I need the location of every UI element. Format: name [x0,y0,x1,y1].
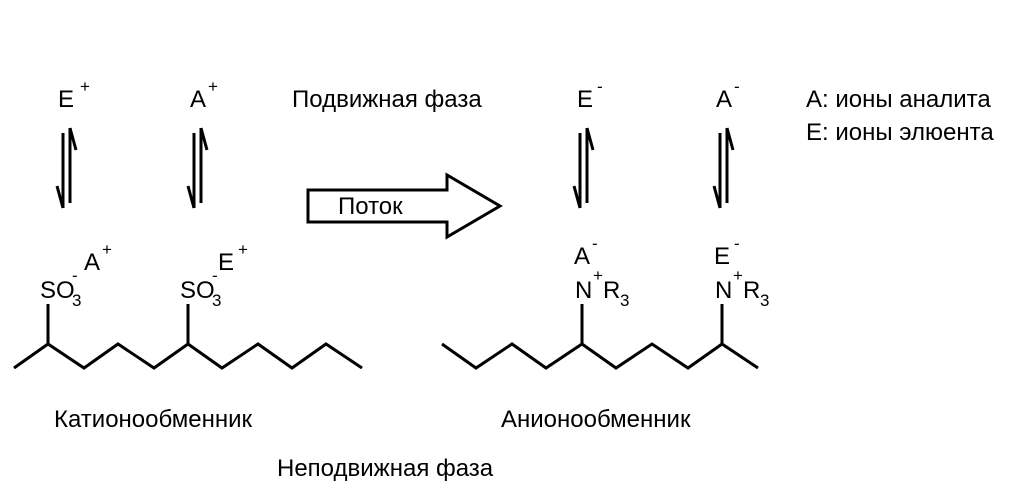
sulfonate-group-2: SO - 3 [180,266,221,310]
ion-charge: - [592,234,598,253]
bound-ion-a-minus: A - [574,234,598,270]
ion-symbol: A [574,243,590,270]
equilibrium-arrow-icon [572,127,595,209]
ion-charge: - [734,234,740,253]
group-subscript: 3 [620,291,629,310]
equilibrium-arrows [55,127,735,209]
polymer-backbone [13,342,363,370]
ion-charge: + [80,77,90,96]
group-charge: + [733,266,743,285]
bound-ion-e-plus: E + [218,240,248,276]
anion-exchanger-chain [441,304,759,370]
group-main: N [575,277,592,304]
mobile-phase-label: Подвижная фаза [292,86,482,113]
group-charge: - [212,266,218,285]
bound-ion-e-minus: E - [714,234,740,270]
flow-arrow-icon [306,172,503,240]
ion-symbol: E [58,86,74,113]
ion-symbol: E [577,86,593,113]
cation-exchanger-label: Катионообменник [54,406,252,433]
ion-symbol: A [716,86,732,113]
sulfonate-group-1: SO - 3 [40,266,81,310]
group-charge: + [593,266,603,285]
group-charge: - [72,266,78,285]
ammonium-group-2: N + R 3 [715,266,769,310]
ion-charge: + [238,240,248,259]
equilibrium-arrow-icon [55,127,78,209]
group-r: R [603,277,620,304]
flow-arrow: Поток [306,172,503,240]
ion-charge: + [208,77,218,96]
cation-exchanger-chain [13,304,363,370]
mobile-ion-e-minus: E - [577,77,603,113]
polymer-backbone [441,342,759,370]
bound-ion-a-plus: A + [84,240,112,276]
equilibrium-arrow-icon [712,127,735,209]
legend-eluent: E: ионы элюента [806,119,994,146]
group-main: N [715,277,732,304]
ammonium-group-1: N + R 3 [575,266,629,310]
flow-label: Поток [338,193,403,220]
group-r: R [743,277,760,304]
ion-symbol: E [218,249,234,276]
group-main: SO [180,277,215,304]
ion-charge: + [102,240,112,259]
ion-symbol: A [84,249,100,276]
mobile-ion-a-minus: A - [716,77,740,113]
group-main: SO [40,277,75,304]
group-subscript: 3 [72,291,81,310]
ion-charge: - [597,77,603,96]
anion-exchanger-label: Анионообменник [501,406,691,433]
equilibrium-arrow-icon [186,127,209,209]
ion-charge: - [734,77,740,96]
group-subscript: 3 [212,291,221,310]
mobile-ion-a-plus: A + [190,77,218,113]
legend-analyte: A: ионы аналита [806,86,991,113]
ion-symbol: A [190,86,206,113]
group-subscript: 3 [760,291,769,310]
ion-symbol: E [714,243,730,270]
stationary-phase-label: Неподвижная фаза [277,455,494,482]
mobile-ion-e-plus: E + [58,77,90,113]
